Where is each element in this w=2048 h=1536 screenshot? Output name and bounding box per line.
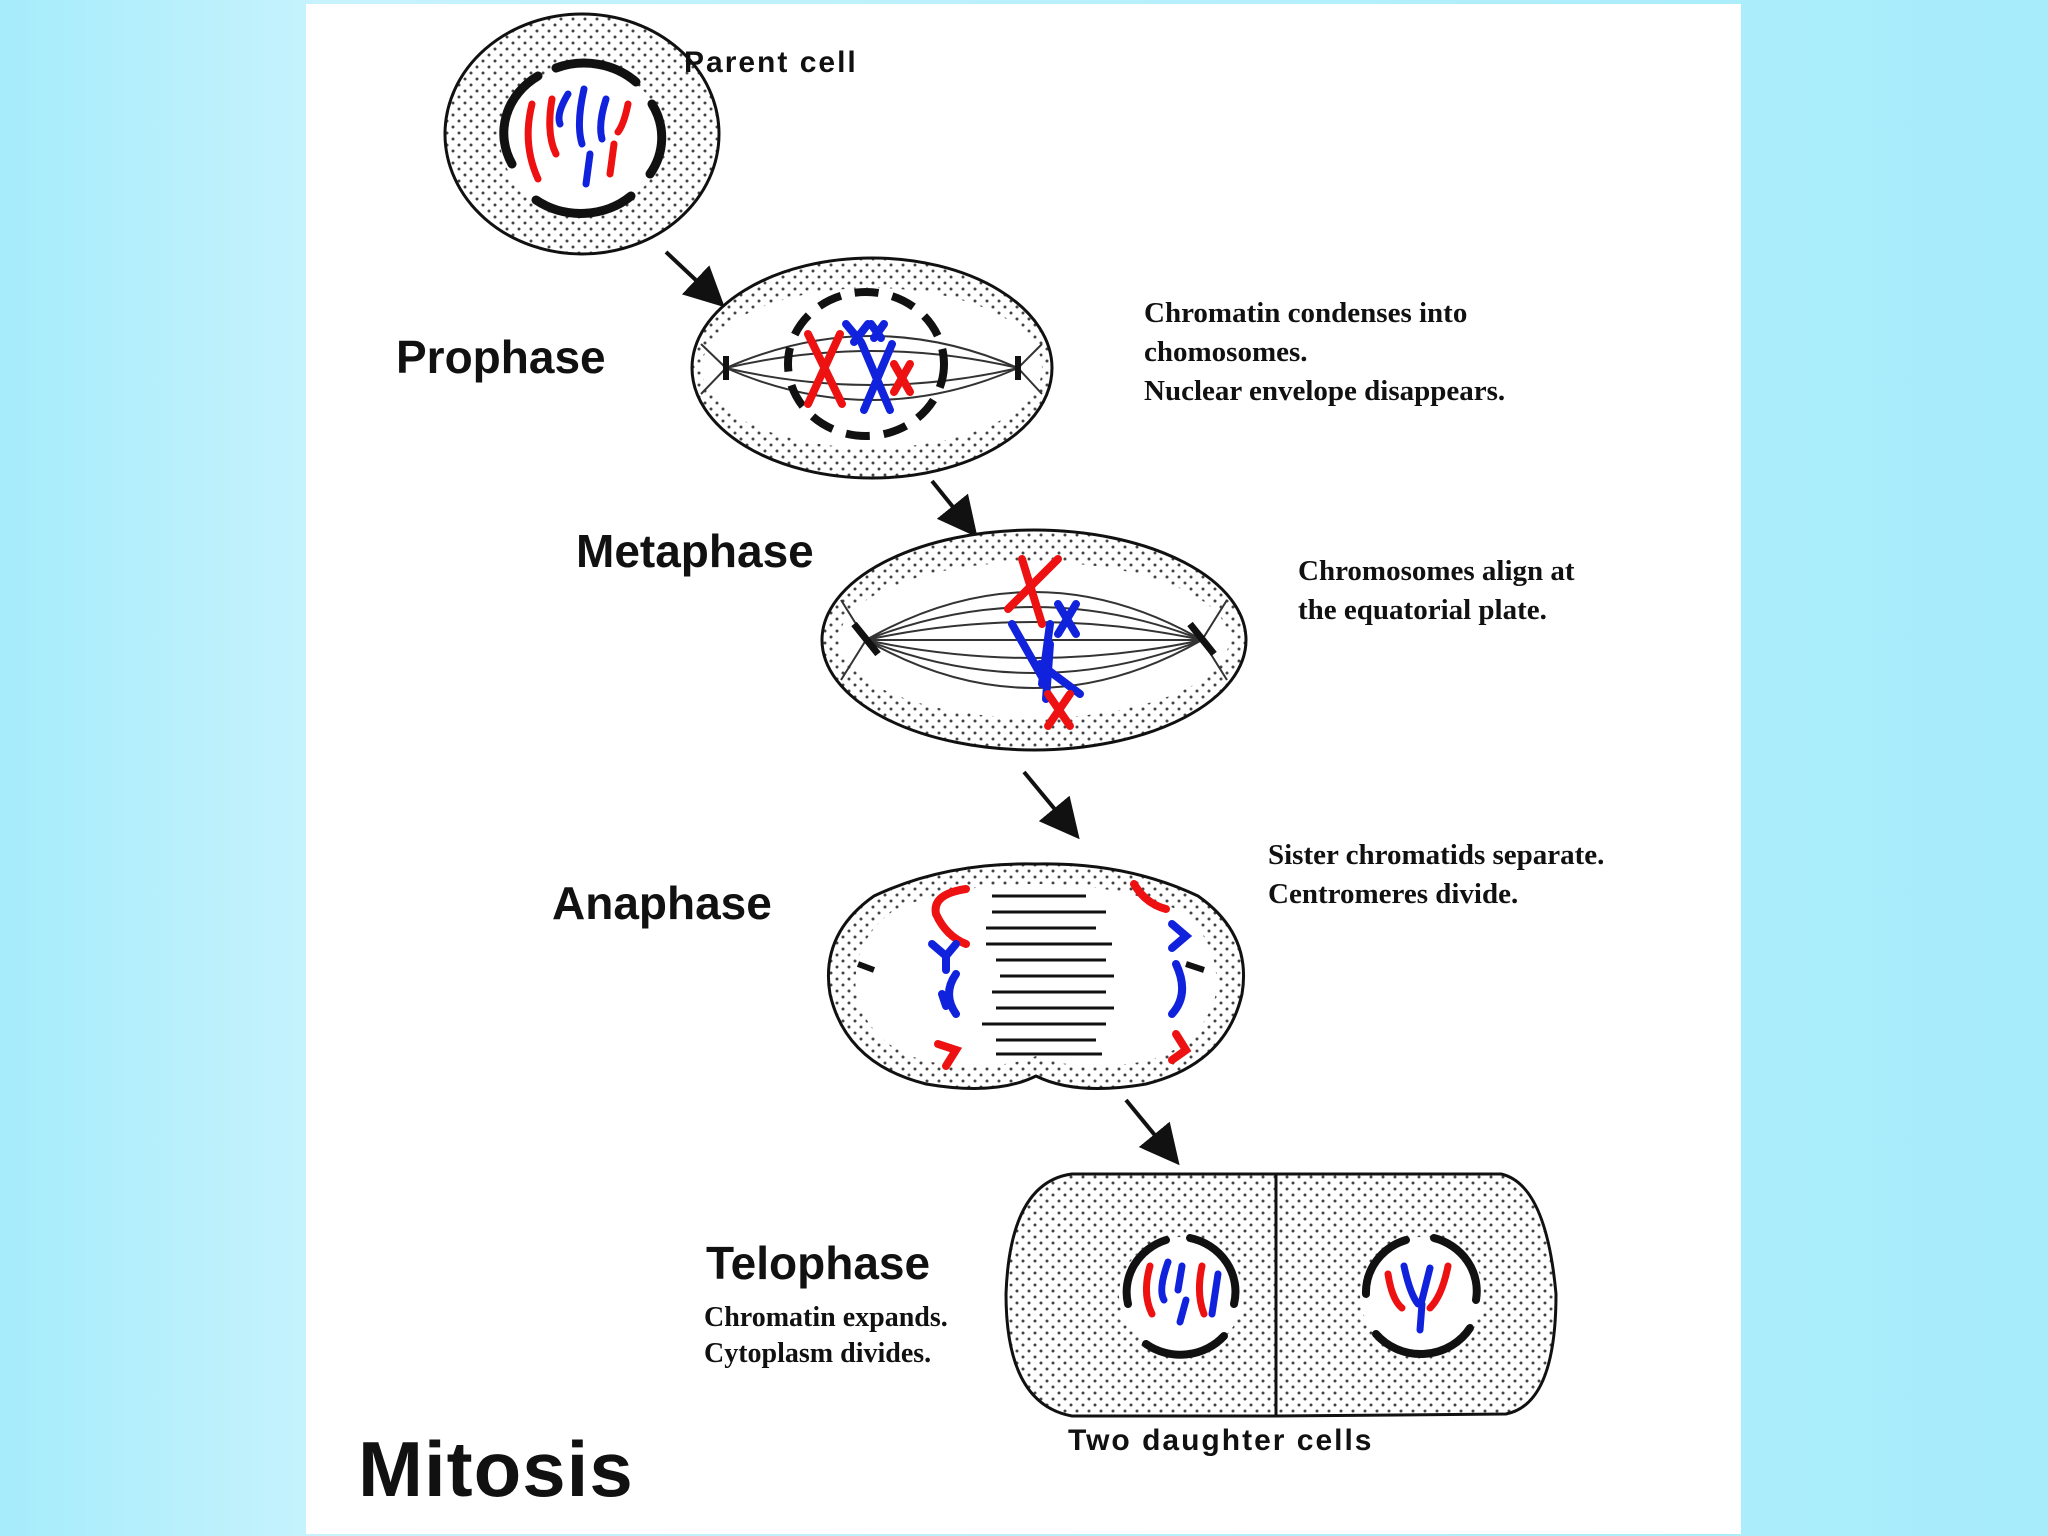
anaphase-note-line: Sister chromatids separate. [1268,839,1605,871]
telophase-note-line: Cytoplasm divides. [704,1338,932,1369]
parent-cell-label: Parent cell [684,46,858,79]
telophase-notes: Chromatin expands. Cytoplasm divides. [704,1300,948,1372]
prophase-cell [690,256,1054,480]
prophase-title: Prophase [396,331,606,383]
prophase-note-line: chomosomes. [1144,336,1308,368]
metaphase-note-line: Chromosomes align at [1298,555,1575,587]
arrow-icon [930,479,978,538]
parent-chromatin [524,85,632,188]
telophase-title: Telophase [706,1237,931,1289]
anaphase-cell [826,862,1246,1090]
arrow-icon [1124,1098,1180,1166]
metaphase-cell [820,528,1248,752]
anaphase-note-line: Centromeres divide. [1268,878,1519,910]
daughter-cells-label: Two daughter cells [1068,1424,1374,1457]
prophase-note-line: Nuclear envelope disappears. [1144,375,1506,407]
arrow-icon [664,250,725,308]
prophase-note-line: Chromatin condenses into [1144,297,1468,329]
slide-panel: Parent cell Prophase Chromatin condenses… [306,4,1741,1534]
arrow-icon [1022,770,1080,840]
metaphase-notes: Chromosomes align at the equatorial plat… [1298,552,1575,630]
telophase-note-line: Chromatin expands. [704,1302,948,1333]
prophase-notes: Chromatin condenses into chomosomes. Nuc… [1144,294,1505,411]
page-title: Mitosis [358,1425,634,1513]
mitosis-diagram [443,12,1558,1418]
parent-nuclear-envelope [499,58,667,218]
parent-cell [443,12,721,256]
anaphase-title: Anaphase [552,877,772,929]
anaphase-notes: Sister chromatids separate. Centromeres … [1268,836,1604,914]
metaphase-title: Metaphase [576,525,814,577]
telophase-cells [1004,1172,1558,1418]
metaphase-note-line: the equatorial plate. [1298,594,1547,626]
